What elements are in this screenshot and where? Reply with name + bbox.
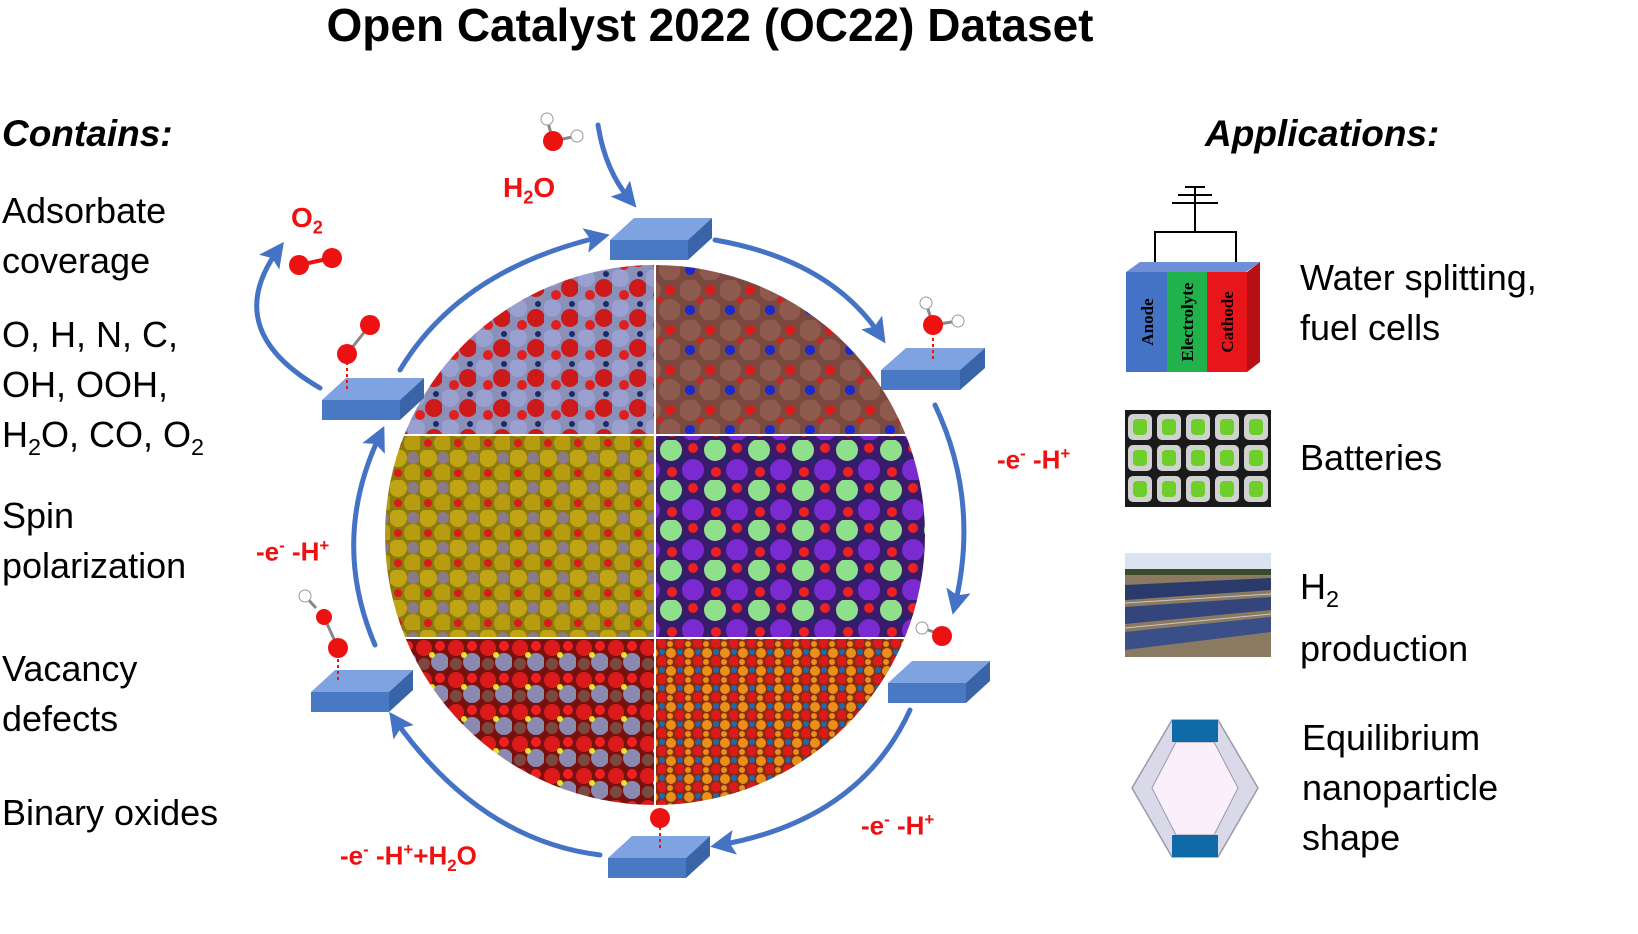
cathode-label: Cathode [1218, 291, 1237, 353]
contains-item-spin: Spin polarization [2, 491, 186, 591]
battery-cell-fill [1162, 450, 1176, 466]
oxygen-molecule-icon [289, 248, 342, 275]
water-adsorbate-icon [919, 296, 965, 359]
structures-circle [385, 265, 925, 805]
fuel-cell-icon: Anode Electrolyte Cathode [1126, 186, 1260, 372]
arrow-bottom-right [710, 707, 913, 855]
structure-tile-bottom-right [655, 638, 925, 805]
structure-tile-middle-right [655, 435, 925, 638]
arrow-left [351, 425, 385, 648]
batteries-image-icon [1125, 410, 1271, 507]
battery-cell-fill [1162, 481, 1176, 497]
application-line: production [1300, 628, 1469, 670]
application-line: H2 [1300, 566, 1340, 613]
application-nanoparticle: Equilibrium nanoparticle shape [1302, 713, 1498, 863]
arrow-right [932, 402, 971, 615]
slab-lower-left [311, 670, 413, 712]
contains-item-line: Spin [2, 495, 75, 536]
structure-tile-middle-left [385, 435, 655, 638]
electrolyte-label: Electrolyte [1178, 282, 1197, 361]
contains-item-adsorbates: O, H, N, C, OH, OOH, H2O, CO, O2 [2, 310, 204, 472]
label-step-left: -e- -H+ [256, 536, 330, 567]
contains-item-line: defects [2, 698, 119, 739]
hexagon-nanoparticle-icon [1131, 719, 1259, 858]
label-step-bottom-left: -e- -H++H2O [340, 840, 477, 875]
label-o2: O2 [291, 202, 323, 238]
slab-upper-right [881, 348, 985, 390]
application-line: Batteries [1300, 437, 1443, 478]
contains-item-line: OH, OOH, [2, 364, 169, 405]
contains-item-line: Adsorbate [2, 190, 167, 231]
applications-heading: Applications: [1205, 113, 1440, 154]
molecules [289, 112, 965, 848]
battery-cell-fill [1249, 450, 1263, 466]
slab-upper-left [322, 378, 424, 420]
structure-tile-top-left [385, 265, 655, 435]
label-h2o: H2O [503, 172, 556, 208]
battery-cell-fill [1162, 419, 1176, 435]
structure-tile-top-right [655, 265, 925, 435]
contains-item-vacancy: Vacancy defects [2, 644, 137, 744]
application-line: Equilibrium [1302, 717, 1481, 758]
battery-cell-fill [1133, 481, 1147, 497]
contains-item-line: Vacancy [2, 648, 138, 689]
slab-lower-right [888, 661, 990, 703]
contains-heading: Contains: [2, 113, 173, 154]
battery-cell-fill [1133, 450, 1147, 466]
contains-item-line: H2O, CO, O2 [2, 414, 205, 461]
battery-cell-fill [1220, 419, 1234, 435]
label-step-bottom-right: -e- -H+ [861, 810, 935, 841]
anode-label: Anode [1138, 298, 1157, 346]
catalyst-slabs [311, 218, 990, 878]
application-line: Water splitting, [1300, 257, 1537, 298]
oh-adsorbate-left-icon [298, 589, 348, 680]
application-water-splitting: Water splitting, fuel cells [1300, 253, 1537, 353]
contains-item-adsorbate: Adsorbate coverage [2, 186, 166, 286]
label-step-right: -e- -H+ [997, 444, 1071, 475]
application-line: nanoparticle [1302, 767, 1499, 808]
application-line: fuel cells [1300, 307, 1441, 348]
arrow-top-right [712, 237, 886, 344]
page-title: Open Catalyst 2022 (OC22) Dataset [326, 0, 1094, 51]
battery-cell-fill [1191, 450, 1205, 466]
battery-cell-fill [1191, 481, 1205, 497]
water-molecule-icon [540, 112, 584, 151]
contains-item-line: coverage [2, 240, 151, 281]
arrow-o2-release [254, 241, 323, 391]
solar-panels-image-icon [1124, 553, 1272, 657]
arrow-h2o-in [595, 122, 637, 208]
battery-cell-fill [1133, 419, 1147, 435]
battery-cell-fill [1191, 419, 1205, 435]
ooh-adsorbate-icon [337, 315, 380, 389]
slab-top [610, 218, 712, 260]
arrow-top-left [397, 228, 610, 373]
structure-tile-bottom-left [385, 638, 655, 805]
battery-cell-fill [1220, 450, 1234, 466]
battery-cell-fill [1220, 481, 1234, 497]
battery-cell-fill [1249, 481, 1263, 497]
contains-item-line: polarization [2, 545, 187, 586]
cycle-arrows [254, 122, 971, 858]
contains-item-line: O, H, N, C, [2, 314, 179, 355]
application-line: shape [1302, 817, 1401, 858]
contains-item-line: Binary oxides [2, 792, 219, 833]
slab-bottom [608, 836, 710, 878]
o-adsorbate-icon [650, 808, 670, 848]
battery-cell-fill [1249, 419, 1263, 435]
application-h2-production: H2 production [1300, 562, 1468, 674]
oh-adsorbate-icon [915, 621, 952, 646]
arrow-bottom-left [389, 711, 603, 858]
application-batteries: Batteries [1300, 433, 1442, 483]
contains-item-binary-oxides: Binary oxides [2, 788, 218, 838]
